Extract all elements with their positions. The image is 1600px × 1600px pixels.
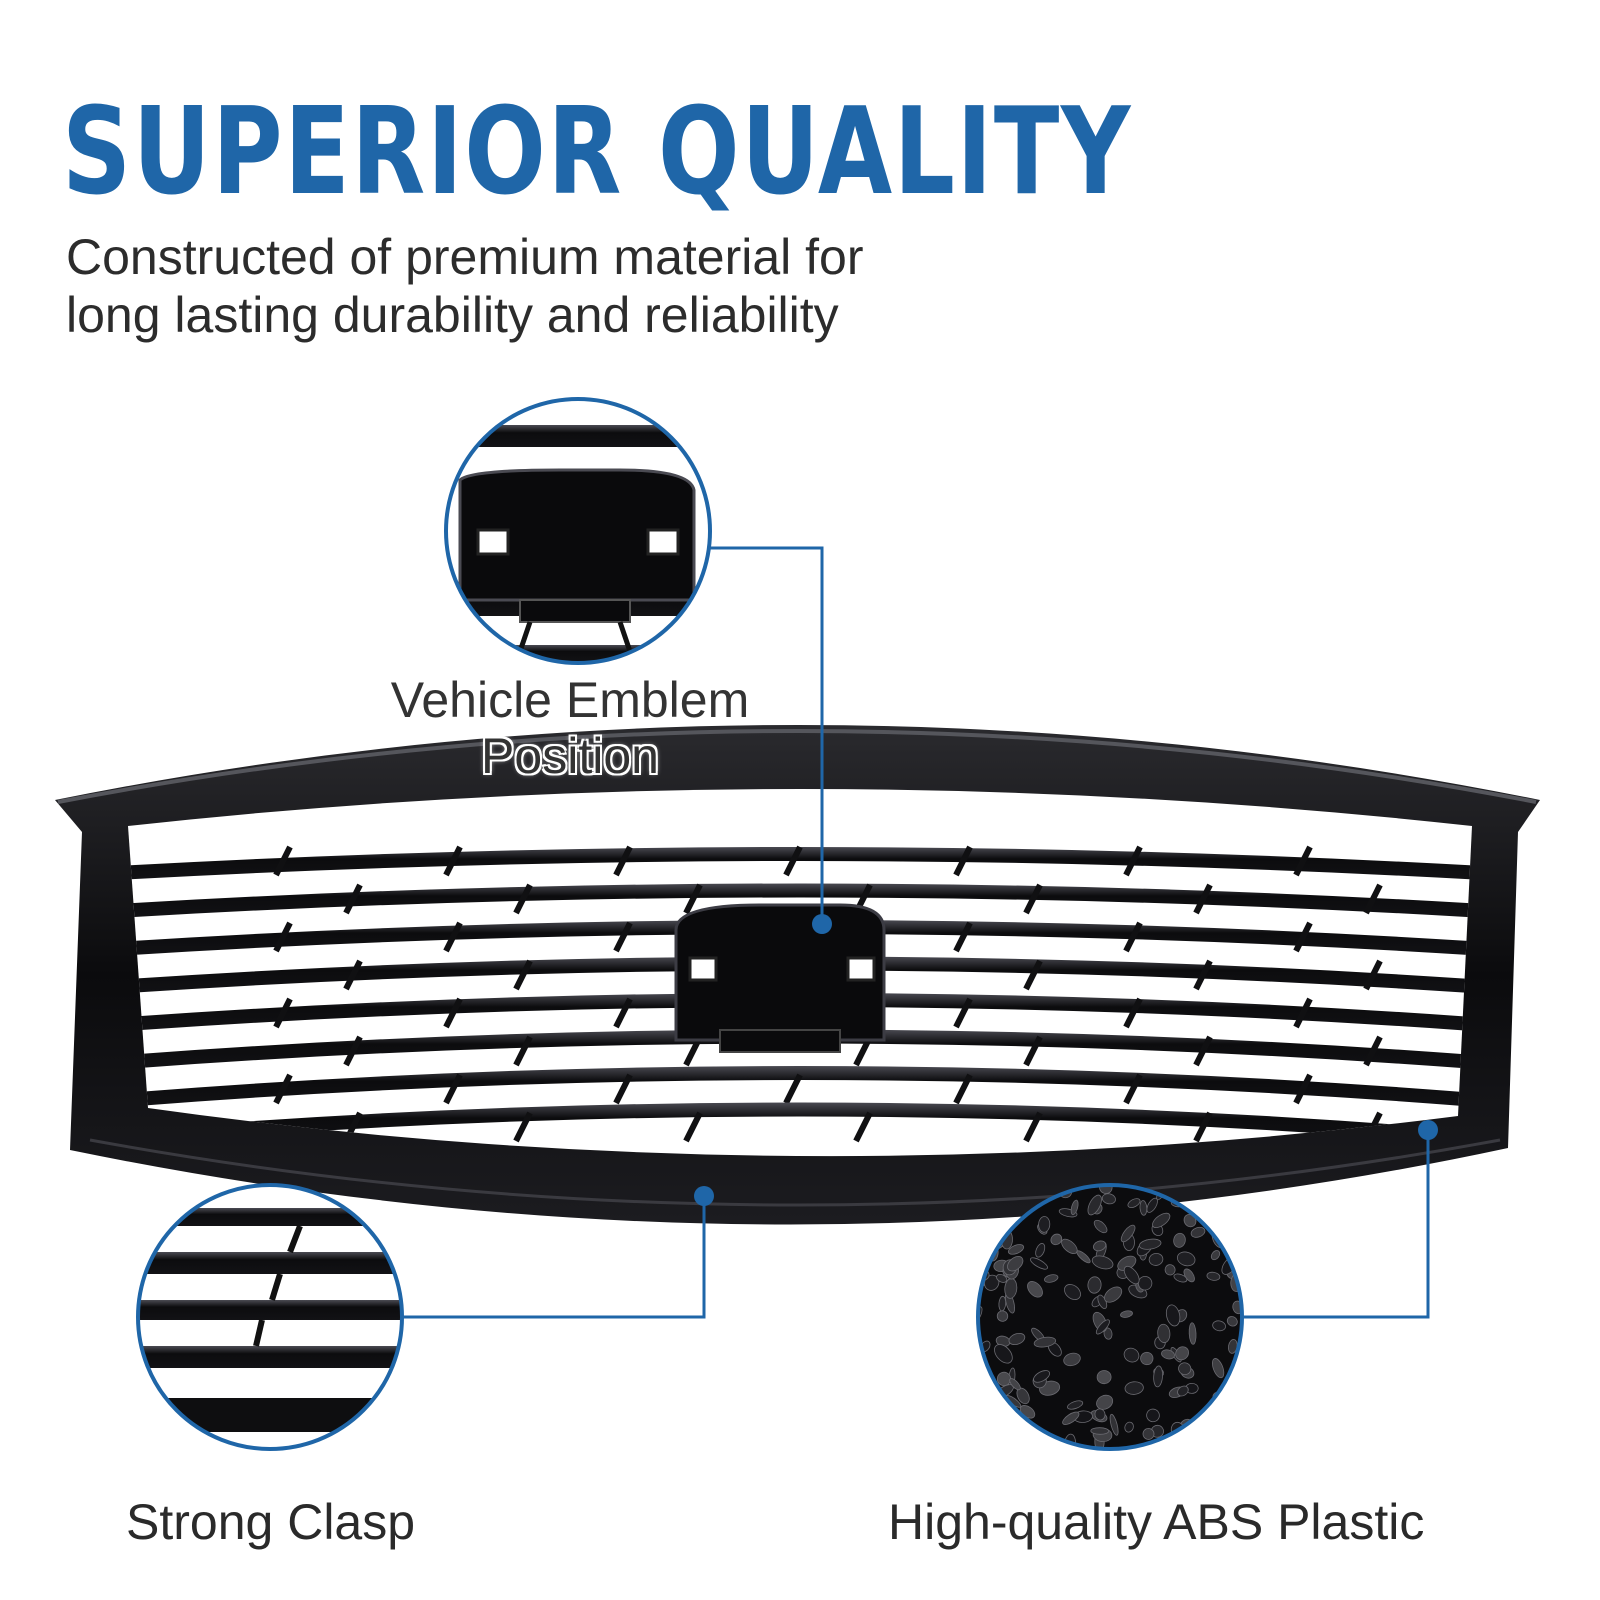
zoom-clasp	[136, 1183, 404, 1451]
grille-slat	[128, 956, 1472, 995]
emblem-dot	[812, 914, 832, 934]
grille-slat	[128, 920, 1472, 957]
callout-dots	[694, 914, 1438, 1206]
zoom-emblem	[444, 397, 712, 665]
subtext-line-1: Constructed of premium material for	[66, 229, 864, 285]
material-dot	[1418, 1120, 1438, 1140]
emblem-label-line-1: Vehicle Emblem	[390, 672, 750, 728]
grille-slat	[128, 993, 1472, 1033]
material-label: High-quality ABS Plastic	[888, 1494, 1425, 1550]
clasp-dot	[694, 1186, 714, 1206]
grille-slat	[128, 1029, 1472, 1071]
emblem-label-line-2: Position	[481, 728, 659, 784]
grille	[55, 725, 1540, 1225]
headline: SUPERIOR QUALITY	[62, 83, 1133, 222]
subtext: Constructed of premium material for long…	[66, 228, 966, 344]
grille-slat	[128, 847, 1472, 881]
emblem-mount	[674, 903, 886, 1053]
clasp-label: Strong Clasp	[126, 1494, 416, 1550]
emblem-label: Vehicle Emblem Position	[330, 672, 810, 784]
grille-slat	[128, 883, 1472, 919]
grille-slat	[128, 1102, 1472, 1147]
callout-lines	[402, 546, 1430, 1319]
subtext-line-2: long lasting durability and reliability	[66, 287, 839, 343]
grille-slat	[128, 1066, 1472, 1109]
